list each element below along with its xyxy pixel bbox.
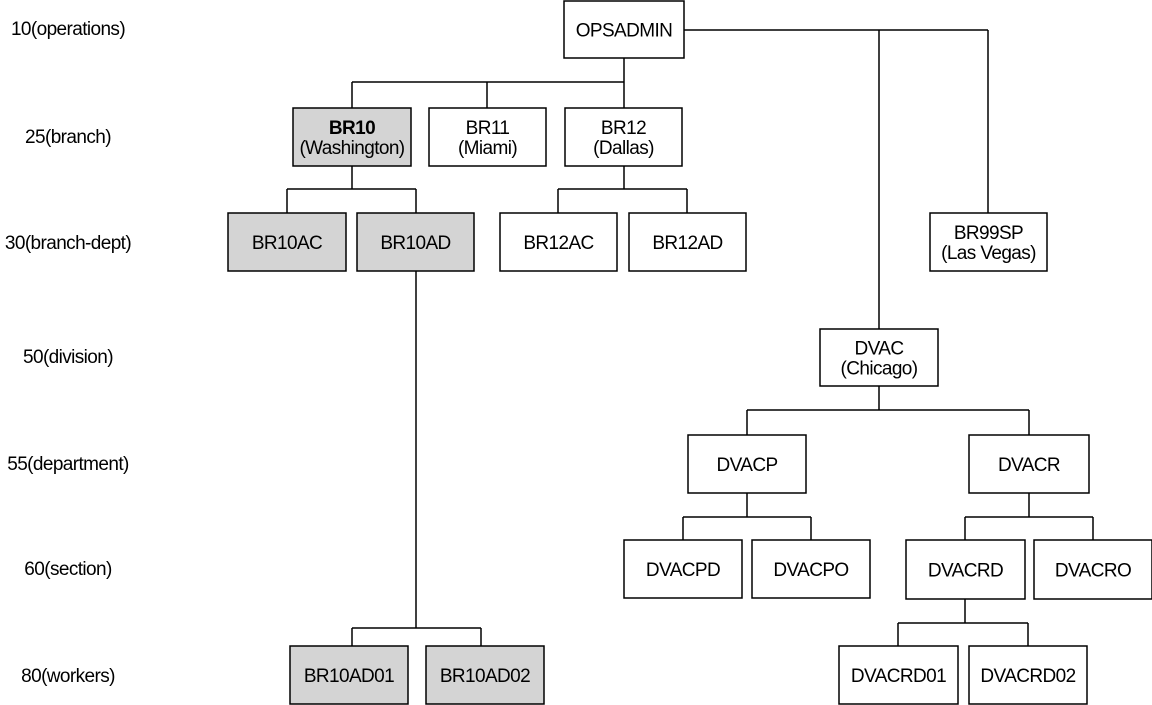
node-br10ad02: BR10AD02 [425, 645, 545, 705]
node-box-opsadmin [563, 0, 685, 59]
node-box-dvacrd [905, 539, 1026, 600]
node-box-dvacrd01 [838, 645, 959, 705]
node-label-br10ad: BR10AD [380, 233, 450, 254]
node-br12ac: BR12AC [499, 212, 618, 272]
connector-br10 [286, 166, 417, 213]
node-label-br12ac: BR12AC [523, 233, 593, 254]
level-label-department: 55(department) [7, 454, 129, 475]
node-dvacpo: DVACPO [751, 539, 871, 599]
connector-dvacr [964, 493, 1094, 540]
connector-opsadmin [684, 29, 989, 329]
connector-dvac [746, 386, 1030, 435]
node-br10ad01: BR10AD01 [289, 645, 409, 705]
node-br12ad: BR12AD [628, 212, 747, 272]
node-br10: BR10(Washington) [292, 107, 412, 167]
node-label-br11: BR11 [466, 118, 510, 139]
level-label-section: 60(section) [24, 559, 112, 580]
connector-br12 [557, 166, 688, 213]
node-box-dvacr [968, 434, 1090, 494]
node-box-br12ad [628, 212, 747, 272]
node-sublabel-br99sp: (Las Vegas) [941, 243, 1036, 264]
connector-dvacp [682, 493, 812, 540]
node-box-br11 [428, 107, 547, 167]
node-box-br10 [292, 107, 412, 167]
node-br11: BR11(Miami) [428, 107, 547, 167]
node-sublabel-br12: (Dallas) [593, 138, 654, 159]
node-dvacrd02: DVACRD02 [968, 645, 1088, 705]
node-sublabel-br11: (Miami) [458, 138, 517, 159]
node-box-dvacpo [751, 539, 871, 599]
node-dvac: DVAC(Chicago) [819, 328, 939, 387]
level-label-branch: 25(branch) [25, 127, 111, 148]
node-box-br12 [564, 107, 683, 167]
node-opsadmin: OPSADMIN [563, 0, 685, 59]
node-label-br99sp: BR99SP [954, 223, 1023, 244]
level-label-division: 50(division) [23, 347, 113, 368]
node-br10ac: BR10AC [227, 212, 347, 272]
connector-dvacrd [897, 599, 1029, 646]
node-label-dvacrd02: DVACRD02 [980, 666, 1075, 687]
node-sublabel-br10: (Washington) [299, 138, 404, 159]
node-sublabel-dvac: (Chicago) [841, 359, 918, 380]
node-dvacp: DVACP [687, 434, 807, 494]
node-box-dvac [819, 328, 939, 387]
node-dvacrd: DVACRD [905, 539, 1026, 600]
node-label-dvacrd: DVACRD [928, 561, 1003, 582]
node-label-dvacro: DVACRO [1055, 561, 1131, 582]
node-label-dvac: DVAC [855, 339, 904, 360]
level-label-workers: 80(workers) [21, 666, 115, 687]
level-label-branch-dept: 30(branch-dept) [5, 233, 131, 254]
node-box-br99sp [929, 212, 1048, 272]
node-label-dvacpd: DVACPD [646, 560, 720, 581]
node-box-br10ad02 [425, 645, 545, 705]
node-dvacrd01: DVACRD01 [838, 645, 959, 705]
node-label-br10ad02: BR10AD02 [440, 666, 530, 687]
node-label-dvacrd01: DVACRD01 [851, 666, 946, 687]
node-box-br10ad [356, 212, 475, 272]
nodes: OPSADMINBR10(Washington)BR11(Miami)BR12(… [227, 0, 1152, 705]
node-dvacro: DVACRO [1033, 539, 1152, 600]
connector-opsadmin [351, 58, 625, 108]
node-box-br12ac [499, 212, 618, 272]
node-label-br10ac: BR10AC [252, 233, 322, 254]
node-box-br10ad01 [289, 645, 409, 705]
node-label-dvacpo: DVACPO [773, 560, 848, 581]
node-label-br10: BR10 [329, 118, 375, 139]
node-box-dvacp [687, 434, 807, 494]
node-label-br10ad01: BR10AD01 [304, 666, 394, 687]
node-br99sp: BR99SP(Las Vegas) [929, 212, 1048, 272]
node-box-dvacro [1033, 539, 1152, 600]
node-label-dvacp: DVACP [716, 455, 777, 476]
node-label-opsadmin: OPSADMIN [576, 21, 673, 42]
node-br12: BR12(Dallas) [564, 107, 683, 167]
node-dvacr: DVACR [968, 434, 1090, 494]
connector-br10ad [351, 271, 482, 646]
node-label-dvacr: DVACR [998, 455, 1060, 476]
node-dvacpd: DVACPD [623, 539, 743, 599]
node-box-dvacrd02 [968, 645, 1088, 705]
node-box-dvacpd [623, 539, 743, 599]
node-label-br12ad: BR12AD [652, 233, 722, 254]
connectors [286, 29, 1094, 646]
node-box-br10ac [227, 212, 347, 272]
node-br10ad: BR10AD [356, 212, 475, 272]
level-label-operations: 10(operations) [11, 19, 125, 40]
node-label-br12: BR12 [601, 118, 646, 139]
level-labels: 10(operations) 25(branch) 30(branch-dept) 5… [5, 19, 132, 687]
